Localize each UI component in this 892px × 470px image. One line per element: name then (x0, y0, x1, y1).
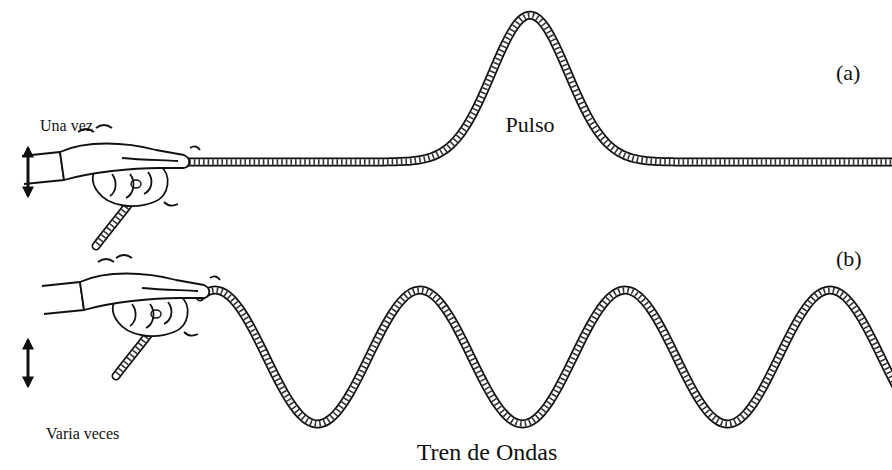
label-text: Una vez (40, 118, 93, 134)
finger-curl (146, 304, 153, 328)
wrist (22, 152, 64, 184)
motion-mark (96, 125, 112, 128)
motion-mark (184, 332, 198, 336)
finger-curl (164, 302, 171, 324)
finger-curl (144, 172, 151, 194)
caption-text: Tren de Ondas (417, 440, 557, 464)
thumb-line (142, 288, 198, 291)
wrist (42, 282, 84, 314)
finger-curl (110, 174, 116, 196)
motion-mark (116, 255, 132, 258)
rope-fill (180, 15, 892, 162)
motion-mark (210, 276, 220, 280)
rope-fill (200, 290, 892, 424)
rope-outline (200, 290, 892, 424)
hand-back (80, 274, 209, 311)
panel-tag: (b) (836, 248, 862, 270)
panel-tag: (a) (836, 62, 860, 84)
motion-mark (190, 146, 200, 150)
finger-curl (126, 174, 133, 198)
pulse-rope (180, 15, 892, 162)
rope-braid (180, 15, 892, 162)
rope-braid (200, 290, 892, 424)
wave-rope (200, 290, 892, 424)
motion-arrow (27, 340, 30, 386)
knuckle (131, 180, 141, 188)
motion-mark (164, 202, 178, 206)
hand-once (22, 125, 200, 246)
hand-repeated (42, 255, 220, 376)
rope-outline (180, 15, 892, 162)
motion-mark (98, 259, 114, 262)
finger-curl (130, 304, 136, 326)
knuckle (151, 310, 161, 318)
thumb-line (122, 158, 178, 161)
label-text: Varia veces (46, 426, 119, 442)
caption-text: Pulso (506, 114, 555, 136)
hand-back (60, 144, 189, 181)
